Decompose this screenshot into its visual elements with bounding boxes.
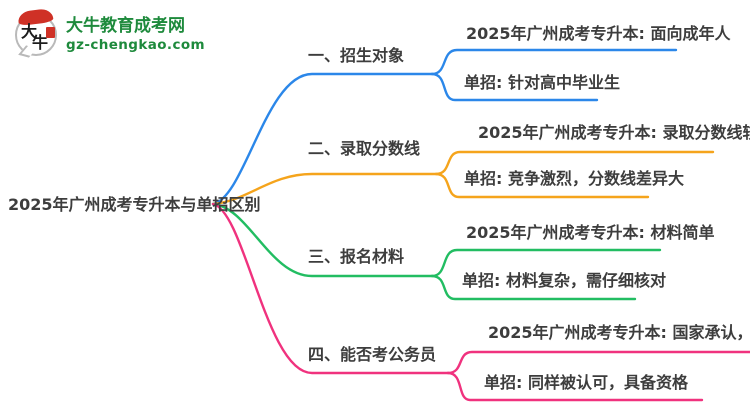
branch-3-child-2: 单招: 材料复杂，需仔细核对 <box>462 271 666 290</box>
branch-1-child-2: 单招: 针对高中毕业生 <box>464 73 620 92</box>
branch-4-child-1: 2025年广州成考专升本: 国家承认，符合条件 <box>488 323 750 342</box>
branch-4-child-2: 单招: 同样被认可，具备资格 <box>484 373 688 392</box>
branch-1-connectors <box>211 48 678 206</box>
logo-title: 大牛教育成考网 <box>66 15 185 36</box>
branch-2-label: 二、录取分数线 <box>308 139 421 158</box>
logo-icon: 大 牛 <box>14 7 58 58</box>
site-logo[interactable]: 大 牛 大牛教育成考网 gz-chengkao.com <box>14 7 205 58</box>
branch-3-child-1: 2025年广州成考专升本: 材料简单 <box>466 223 715 242</box>
root-node: 2025年广州成考专升本与单招区别 <box>8 195 261 214</box>
branch-2-child-1: 2025年广州成考专升本: 录取分数线较低 <box>478 123 750 142</box>
branch-4-connectors <box>211 202 750 402</box>
logo-char-da: 大 <box>21 22 38 41</box>
branch-2-connectors <box>211 150 715 206</box>
logo-seal-stamp <box>46 27 55 38</box>
logo-text: 大牛教育成考网 gz-chengkao.com <box>66 16 205 53</box>
branch-4-label: 四、能否考公务员 <box>308 345 437 364</box>
branch-3-connectors <box>211 202 662 301</box>
logo-char-niu: 牛 <box>32 33 49 52</box>
branch-3-label: 三、报名材料 <box>308 247 405 266</box>
branch-1-child-1: 2025年广州成考专升本: 面向成年人 <box>466 24 731 43</box>
branch-1-label: 一、招生对象 <box>308 46 405 65</box>
logo-domain: gz-chengkao.com <box>66 37 206 54</box>
branch-2-child-2: 单招: 竞争激烈，分数线差异大 <box>464 169 684 188</box>
